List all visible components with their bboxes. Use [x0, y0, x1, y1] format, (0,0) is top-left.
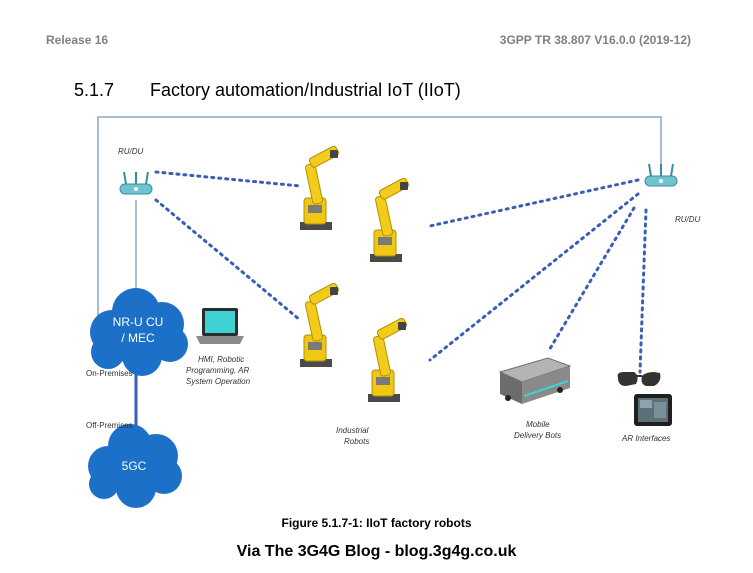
delivery-bot-icon [498, 357, 572, 404]
backhaul-link [97, 116, 662, 320]
ar-tablet-icon [634, 394, 672, 426]
section-number: 5.1.7 [74, 80, 115, 100]
laptop-icon [196, 308, 244, 344]
robot-icon [299, 144, 341, 231]
robots-label-line2: Robots [344, 437, 369, 446]
figure-caption: Figure 5.1.7-1: IIoT factory robots [281, 516, 472, 530]
cu-label-line2: / MEC [121, 331, 155, 345]
bots-label-line1: Mobile [526, 420, 550, 429]
on-premises-label: On-Premises [86, 369, 133, 378]
ar-label: AR Interfaces [621, 434, 670, 443]
core-cloud [88, 424, 182, 508]
ar-glasses-icon [617, 372, 661, 386]
router-icon-right [644, 163, 678, 187]
bots-label-line2: Delivery Bots [514, 431, 561, 440]
hmi-label-line2: Programming, AR [186, 366, 250, 375]
core-label: 5GC [122, 459, 147, 473]
ru-du-left-label: RU/DU [118, 147, 144, 156]
robot-icon [367, 316, 409, 403]
off-premises-label: Off-Premises [86, 421, 133, 430]
cu-cloud [90, 288, 188, 376]
spec-label: 3GPP TR 38.807 V16.0.0 (2019-12) [499, 33, 691, 47]
robots-label-line1: Industrial [336, 426, 369, 435]
release-label: Release 16 [46, 33, 109, 47]
robot-icon [369, 176, 411, 263]
cu-label-line1: NR-U CU [113, 315, 164, 329]
robot-icon [299, 281, 341, 368]
section-title: Factory automation/Industrial IoT (IIoT) [150, 80, 461, 100]
ru-du-right-label: RU/DU [675, 215, 701, 224]
blog-credit: Via The 3G4G Blog - blog.3g4g.co.uk [236, 543, 517, 560]
router-icon-left [119, 171, 153, 195]
hmi-label-line3: System Operation [186, 377, 251, 386]
wireless-links [154, 170, 648, 374]
hmi-label-line1: HMI, Robotic [198, 355, 244, 364]
